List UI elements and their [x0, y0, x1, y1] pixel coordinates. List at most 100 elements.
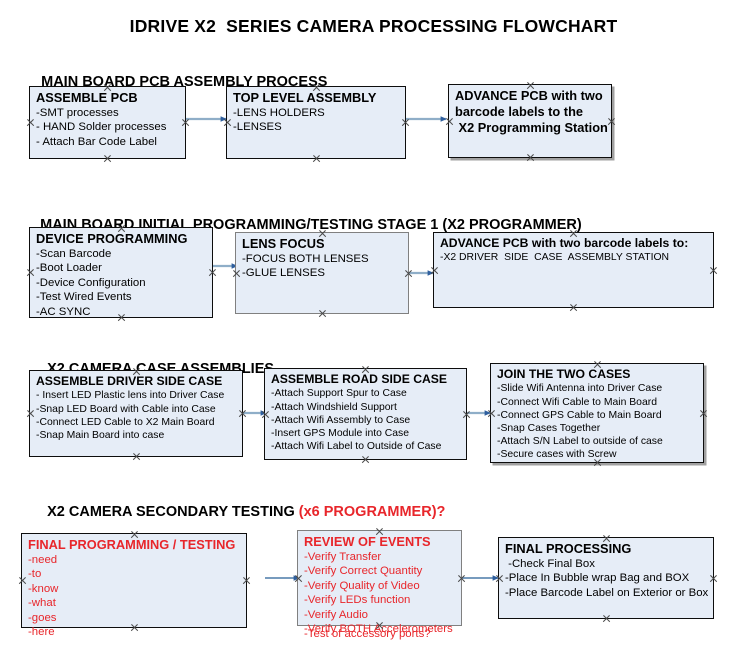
- node-line: -GLUE LENSES: [242, 267, 325, 280]
- node-line: -Check Final Box: [505, 558, 595, 571]
- node-assemble-road-side-case[interactable]: ASSEMBLE ROAD SIDE CASE -Attach Support …: [264, 368, 467, 460]
- connection-handle-left[interactable]: [26, 268, 35, 277]
- connection-handle-left[interactable]: [495, 574, 504, 583]
- node-title: REVIEW OF EVENTS: [304, 534, 431, 549]
- connection-handle-left[interactable]: [26, 118, 35, 127]
- node-line: -Connect GPS Cable to Main Board: [497, 409, 662, 421]
- node-line: -Attach Wifi Assembly to Case: [271, 414, 411, 426]
- section-heading-4: X2 CAMERA SECONDARY TESTING (x6 PROGRAMM…: [31, 488, 445, 536]
- node-line: -SMT processes: [36, 107, 119, 120]
- node-line: -Insert GPS Module into Case: [271, 427, 410, 439]
- connection-handle-right[interactable]: [401, 118, 410, 127]
- connection-handle-left[interactable]: [223, 118, 232, 127]
- node-line: -Slide Wifi Antenna into Driver Case: [497, 383, 663, 395]
- connection-handle-right[interactable]: [709, 574, 718, 583]
- node-line: -Place In Bubble wrap Bag and BOX: [505, 572, 690, 585]
- node-line: -Verify Quality of Video: [304, 579, 420, 592]
- connection-handle-left[interactable]: [26, 409, 35, 418]
- connection-handle-right[interactable]: [208, 268, 217, 277]
- node-line: -need: [28, 554, 58, 567]
- page-title: IDRIVE X2 SERIES CAMERA PROCESSING FLOWC…: [129, 16, 618, 36]
- node-line: -goes: [28, 611, 57, 624]
- node-line: -what: [28, 597, 56, 610]
- node-lens-focus[interactable]: LENS FOCUS -FOCUS BOTH LENSES -GLUE LENS…: [235, 232, 409, 314]
- node-title: JOIN THE TWO CASES: [497, 367, 631, 381]
- node-assemble-driver-side-case[interactable]: ASSEMBLE DRIVER SIDE CASE - Insert LED P…: [29, 370, 243, 457]
- connection-handle-left[interactable]: [294, 574, 303, 583]
- node-line: -Snap Main Board into case: [36, 429, 165, 441]
- node-title: TOP LEVEL ASSEMBLY: [233, 90, 377, 105]
- node-title: ADVANCE PCB with two: [455, 88, 603, 103]
- node-final-programming-testing[interactable]: FINAL PROGRAMMING / TESTING -need -to -k…: [18, 533, 247, 638]
- connection-handle-left[interactable]: [430, 266, 439, 275]
- node-title: ASSEMBLE PCB: [36, 90, 138, 105]
- connection-handle-bottom[interactable]: [132, 452, 141, 461]
- connection-handle-right[interactable]: [404, 269, 413, 278]
- connection-handle-bottom[interactable]: [318, 309, 327, 318]
- node-title: LENS FOCUS: [242, 236, 325, 251]
- connection-handle-bottom[interactable]: [312, 154, 321, 163]
- node-line: - HAND Solder processes: [36, 121, 167, 134]
- node-line: -Scan Barcode: [36, 248, 112, 261]
- node-line: -Attach S/N Label to outside of case: [497, 435, 663, 447]
- node-final-processing[interactable]: FINAL PROCESSING -Check Final Box -Place…: [498, 537, 714, 619]
- connection-handle-bottom[interactable]: [103, 154, 112, 163]
- node-title: FINAL PROCESSING: [505, 541, 632, 556]
- node-line: -Attach Support Spur to Case: [271, 388, 407, 400]
- connection-handle-right[interactable]: [181, 118, 190, 127]
- node-title: DEVICE PROGRAMMING: [36, 231, 188, 246]
- node-device-programming[interactable]: DEVICE PROGRAMMING -Scan Barcode -Boot L…: [29, 227, 213, 318]
- node-line: -Test Wired Events: [36, 291, 132, 304]
- node-line: -Snap LED Board with Cable into Case: [36, 403, 216, 415]
- node-overflow-line: -Test of accessory ports?: [304, 628, 431, 640]
- connection-handle-left[interactable]: [18, 576, 27, 585]
- connection-handle-right[interactable]: [709, 266, 718, 275]
- connection-handle-bottom[interactable]: [569, 303, 578, 312]
- node-advance-pcb-case-assembly-station[interactable]: ADVANCE PCB with two barcode labels to: …: [433, 232, 714, 308]
- node-top-level-assembly[interactable]: TOP LEVEL ASSEMBLY -LENS HOLDERS -LENSES: [226, 86, 406, 159]
- section-heading-4-text: X2 CAMERA SECONDARY TESTING: [47, 504, 299, 520]
- node-review-of-events[interactable]: REVIEW OF EVENTS -Verify Transfer -Verif…: [294, 530, 462, 640]
- node-line: -know: [28, 582, 59, 595]
- node-line: -X2 DRIVER SIDE CASE ASSEMBLY STATION: [440, 252, 670, 264]
- node-line: -Place Barcode Label on Exterior or Box: [505, 586, 709, 599]
- node-line: -Connect LED Cable to X2 Main Board: [36, 416, 215, 428]
- node-advance-pcb-programming-station[interactable]: ADVANCE PCB with two barcode labels to t…: [448, 84, 612, 158]
- connection-handle-right[interactable]: [699, 409, 708, 418]
- connection-handle-bottom[interactable]: [361, 455, 370, 464]
- node-line: -Verify BOTH Accelerometers: [304, 622, 453, 635]
- connection-handle-left[interactable]: [261, 410, 270, 419]
- node-title: FINAL PROGRAMMING / TESTING: [28, 537, 236, 552]
- node-line: -Device Configuration: [36, 276, 146, 289]
- connection-handle-right[interactable]: [462, 410, 471, 419]
- node-line: -FOCUS BOTH LENSES: [242, 253, 369, 266]
- section-heading-4-accent: (x6 PROGRAMMER)?: [298, 504, 446, 520]
- node-line: -Secure cases with Screw: [497, 448, 617, 460]
- node-title: barcode labels to the: [455, 104, 584, 120]
- connection-handle-right[interactable]: [457, 574, 466, 583]
- node-line: -Attach Windshield Support: [271, 401, 397, 413]
- node-line: -LENS HOLDERS: [233, 107, 325, 120]
- connection-handle-left[interactable]: [445, 117, 454, 126]
- node-line: - Insert LED Plastic lens into Driver Ca…: [36, 390, 225, 402]
- connection-handle-left[interactable]: [487, 409, 496, 418]
- connection-handle-right[interactable]: [238, 409, 247, 418]
- node-line: - Attach Bar Code Label: [36, 135, 157, 148]
- node-assemble-pcb[interactable]: ASSEMBLE PCB -SMT processes - HAND Solde…: [29, 86, 186, 159]
- node-line: -Attach Wifi Label to Outside of Case: [271, 440, 442, 452]
- node-line: -Connect Wifi Cable to Main Board: [497, 396, 657, 408]
- node-title: ADVANCE PCB with two barcode labels to:: [440, 236, 689, 250]
- connection-handle-right[interactable]: [242, 576, 251, 585]
- connection-handle-left[interactable]: [232, 269, 241, 278]
- node-title: ASSEMBLE ROAD SIDE CASE: [271, 372, 448, 386]
- connection-handle-bottom[interactable]: [526, 153, 535, 162]
- node-line: -here: [28, 625, 55, 638]
- node-line: -Snap Cases Together: [497, 422, 601, 434]
- node-line: -Verify LEDs function: [304, 594, 411, 607]
- node-join-the-two-cases[interactable]: JOIN THE TWO CASES -Slide Wifi Antenna i…: [490, 363, 704, 463]
- connection-handle-bottom[interactable]: [602, 614, 611, 623]
- node-title: X2 Programming Station: [455, 120, 608, 136]
- node-line: -Verify Correct Quantity: [304, 565, 423, 578]
- node-title: ASSEMBLE DRIVER SIDE CASE: [36, 374, 223, 388]
